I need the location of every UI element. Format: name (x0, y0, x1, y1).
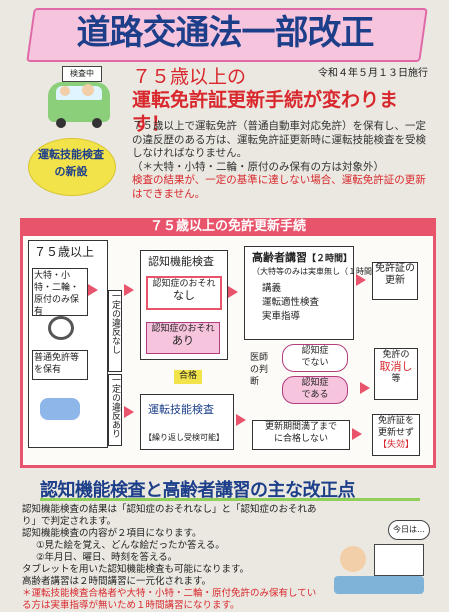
revoke-line2: 取消し (379, 360, 413, 373)
badge-line2: の新設 (54, 165, 88, 178)
cog-none-line1: 認知症のおそれ (152, 279, 216, 289)
bullet-item: ＊運転技能検査合格者や大特・小特・二輪・原付免許のみ保有している方は実車指導が無… (22, 588, 317, 611)
skills-test-panel (140, 394, 234, 450)
group-b: 普通免許等を保有 (32, 350, 88, 380)
clipboard-icon (374, 544, 424, 576)
no-violation-label: 一定の違反なし (108, 290, 122, 372)
page-title: 道路交通法一部改正 (76, 13, 375, 53)
skills-test-title: 運転技能検査 (148, 403, 214, 416)
group-a: 大特・小特・二輪・原付のみ保有 (32, 268, 88, 317)
description-p1: ７５歳以上で運転免許（普通自動車対応免許）を保有し、一定の違反歴のある方は、運転… (132, 120, 426, 159)
description-p2: （＊大特・小特・二輪・原付のみ保有の方は対象外） (132, 160, 384, 173)
arrow-icon (88, 284, 98, 296)
passenger-icon (82, 84, 94, 96)
arrow-icon (124, 406, 134, 418)
cog-test-title: 認知機能検査 (148, 255, 214, 268)
arrow-icon (356, 274, 366, 286)
badge-text: 運転技能検査 の新設 (28, 146, 114, 180)
headline-line1: ７５歳以上の (132, 66, 247, 88)
bullet-item: 高齢者講習は２時間講習に一元化されます。 (22, 576, 212, 587)
violation-label: 一定の違反あり (108, 374, 122, 446)
arrow-icon (124, 284, 134, 296)
car-small-icon (40, 398, 80, 420)
age-label: ７５歳以上 (34, 245, 95, 259)
bullet-list: 認知機能検査の結果は「認知症のおそれなし」と「認知症のおそれあり」で判定されます… (22, 504, 322, 612)
doctor-label: 医師の判断 (250, 353, 269, 387)
bullet-item: タブレットを用いた認知機能検査も可能になります。 (22, 564, 250, 575)
badge-line1: 運転技能検査 (38, 148, 104, 161)
arrow-icon (360, 382, 370, 394)
fail-line2: に合格しない (273, 434, 328, 444)
dementia-yes: 認知症 である (282, 376, 348, 404)
bottom-heading: 認知機能検査と高齢者講習の主な改正点 (40, 480, 356, 501)
no-renew-line3: 【失効】 (377, 440, 414, 450)
dementia-yes-line2: である (301, 390, 329, 400)
pass-label: 合格 (174, 370, 202, 384)
elder-course-title: 高齢者講習【２時間】 (252, 252, 352, 265)
wheel-icon (56, 118, 66, 128)
fail-box: 更新期間満了まで に合格しない (252, 420, 350, 450)
bullet-item: 認知機能検査の結果は「認知症のおそれなし」と「認知症のおそれあり」で判定されます… (22, 504, 317, 527)
description-p3: 検査の結果が、一定の基準に達しない場合、運転免許証の更新はできません。 (132, 174, 426, 200)
course-items: 講義 運転適性検査 実車指導 (262, 282, 319, 324)
arrow-icon (352, 428, 362, 440)
elder-hours: 【２時間】 (307, 254, 353, 264)
no-renew-line1: 免許証を (377, 416, 414, 426)
speech-bubble: 今日は… (388, 520, 430, 540)
dementia-yes-line1: 認知症 (301, 378, 329, 388)
elderly-face-icon (340, 546, 366, 572)
bullet-item: ①見た絵を覚え、どんな絵だったか答える。 (36, 540, 225, 551)
dementia-no-line1: 認知症 (301, 346, 329, 356)
revoke-line3: 等 (391, 374, 401, 384)
dementia-no: 認知症 でない (282, 344, 348, 372)
wheel-icon (92, 118, 102, 128)
revoke-box: 免許の 取消し 等 (374, 348, 418, 400)
renewal-box: 免許証の更新 (372, 262, 418, 300)
no-renew-box: 免許証を 更新せず 【失効】 (372, 414, 420, 456)
no-renew-line2: 更新せず (377, 428, 414, 438)
dementia-no-line2: でない (301, 358, 329, 368)
elder-note: （大特等のみは実車無し（１時間） (252, 267, 380, 276)
revoke-line1: 免許の (382, 350, 410, 360)
arrow-icon (228, 286, 238, 298)
cog-none-box: 認知症のおそれ なし (146, 276, 222, 310)
cog-yes-line2: あり (172, 334, 194, 347)
cog-none-line2: なし (173, 289, 195, 302)
description: ７５歳以上で運転免許（普通自動車対応免許）を保有し、一定の違反歴のある方は、運転… (132, 120, 432, 201)
cog-yes-line1: 認知症のおそれ (151, 324, 215, 334)
desk-icon (334, 576, 424, 594)
course-item: 運転適性検査 (262, 297, 320, 308)
effective-date: 令和４年５月１３日施行 (318, 68, 428, 79)
bullet-item: ②年月日、曜日、時刻を答える。 (36, 552, 178, 563)
bike-icon (48, 316, 74, 340)
elder-course-label: 高齢者講習 (252, 251, 307, 264)
course-item: 実車指導 (262, 311, 301, 322)
cog-yes-box: 認知症のおそれ あり (146, 322, 220, 354)
car-sign: 検査中 (62, 66, 102, 82)
flow-title: ７５歳以上の免許更新手続 (20, 218, 436, 236)
elderly-illustration: 今日は… (330, 520, 430, 600)
fail-line1: 更新期間満了まで (264, 422, 337, 432)
bullet-item: 認知機能検査の内容が２項目になります。 (22, 528, 202, 539)
arrow-icon (236, 414, 246, 426)
headline-line2: 運転免許証更新手続が変わります！ (132, 89, 399, 135)
heading-underline (40, 498, 420, 501)
headline: ７５歳以上の 運転免許証更新手続が変わります！ (132, 66, 432, 136)
new-badge (28, 138, 116, 196)
driver-icon (60, 86, 70, 96)
retake-note: 【繰り返し受検可能】 (144, 433, 224, 442)
course-item: 講義 (262, 283, 282, 294)
elder-course-panel (244, 246, 354, 340)
